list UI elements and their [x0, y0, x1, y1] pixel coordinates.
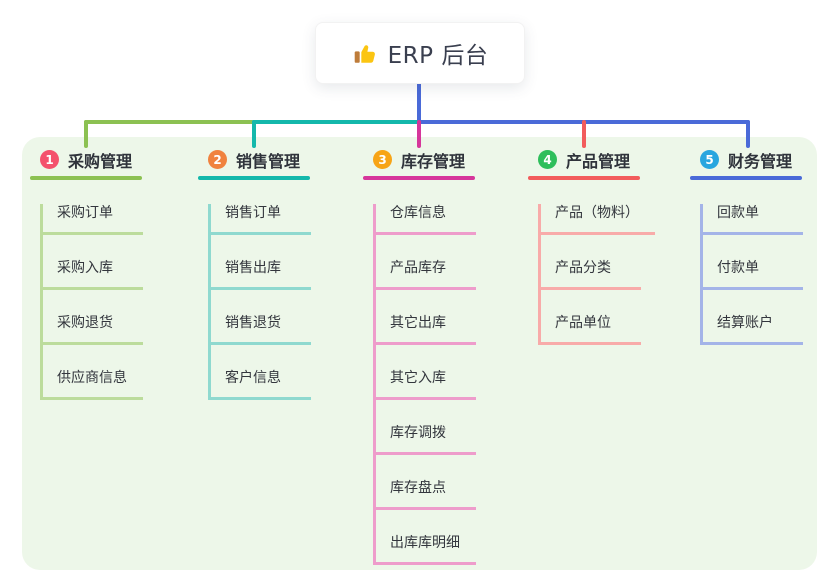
child-node[interactable]: 出库库明细 — [376, 534, 476, 565]
branch-children: 采购订单采购入库采购退货供应商信息 — [40, 204, 143, 400]
root-node-label: ERP 后台 — [387, 43, 489, 69]
child-node[interactable]: 付款单 — [703, 259, 803, 290]
connector-drop-sales — [252, 120, 256, 148]
child-node[interactable]: 采购入库 — [43, 259, 143, 290]
branch-children: 回款单付款单结算账户 — [700, 204, 803, 345]
branch-underline — [528, 176, 640, 180]
branch-finance: 5 财务管理 回款单付款单结算账户 — [690, 147, 803, 345]
branch-underline — [30, 176, 142, 180]
connector-drop-purchase — [84, 120, 88, 148]
branch-title-sales[interactable]: 2 销售管理 — [198, 147, 311, 172]
child-node[interactable]: 采购退货 — [43, 314, 143, 345]
connector-drop-finance — [746, 120, 750, 148]
child-node[interactable]: 客户信息 — [211, 369, 311, 400]
child-node[interactable]: 库存调拨 — [376, 424, 476, 455]
child-node[interactable]: 仓库信息 — [376, 204, 476, 235]
connector-bus-teal — [252, 120, 419, 124]
child-node[interactable]: 采购订单 — [43, 204, 143, 235]
branch-number-badge: 1 — [40, 150, 59, 169]
connector-bus-green — [84, 120, 254, 124]
branch-children: 销售订单销售出库销售退货客户信息 — [208, 204, 311, 400]
connector-drop-inventory — [417, 120, 421, 148]
child-node[interactable]: 销售退货 — [211, 314, 311, 345]
branch-number-badge: 4 — [538, 150, 557, 169]
branch-label: 财务管理 — [728, 151, 793, 171]
branch-number-badge: 5 — [700, 150, 719, 169]
branch-label: 产品管理 — [566, 151, 631, 171]
child-node[interactable]: 产品（物料） — [541, 204, 655, 235]
child-node[interactable]: 供应商信息 — [43, 369, 143, 400]
branch-number-badge: 3 — [373, 150, 392, 169]
branch-sales: 2 销售管理 销售订单销售出库销售退货客户信息 — [198, 147, 311, 400]
branch-title-product[interactable]: 4 产品管理 — [528, 147, 655, 172]
branch-inventory: 3 库存管理 仓库信息产品库存其它出库其它入库库存调拨库存盘点出库库明细 — [363, 147, 476, 565]
child-node[interactable]: 产品库存 — [376, 259, 476, 290]
branch-underline — [198, 176, 310, 180]
branch-label: 销售管理 — [236, 151, 301, 171]
branch-product: 4 产品管理 产品（物料） 产品分类产品单位 — [528, 147, 655, 345]
connector-drop-product — [582, 120, 586, 148]
child-node[interactable]: 结算账户 — [703, 314, 803, 345]
branch-title-purchase[interactable]: 1 采购管理 — [30, 147, 143, 172]
child-node[interactable]: 其它入库 — [376, 369, 476, 400]
branch-label: 采购管理 — [68, 151, 133, 171]
branch-title-inventory[interactable]: 3 库存管理 — [363, 147, 476, 172]
branches-panel — [22, 137, 817, 570]
child-node[interactable]: 回款单 — [703, 204, 803, 235]
branch-underline — [690, 176, 802, 180]
thumbs-up-icon — [352, 40, 378, 66]
root-node[interactable]: ERP 后台 — [315, 22, 525, 84]
branch-children: 产品（物料） 产品分类产品单位 — [538, 204, 655, 345]
child-node[interactable]: 产品分类 — [541, 259, 641, 290]
branch-label: 库存管理 — [401, 151, 466, 171]
child-node[interactable]: 产品单位 — [541, 314, 641, 345]
child-node[interactable]: 销售订单 — [211, 204, 311, 235]
child-node[interactable]: 其它出库 — [376, 314, 476, 345]
branch-children: 仓库信息产品库存其它出库其它入库库存调拨库存盘点出库库明细 — [373, 204, 476, 565]
branch-title-finance[interactable]: 5 财务管理 — [690, 147, 803, 172]
branch-purchase: 1 采购管理 采购订单采购入库采购退货供应商信息 — [30, 147, 143, 400]
connector-root-line — [417, 82, 421, 124]
branch-number-badge: 2 — [208, 150, 227, 169]
child-node[interactable]: 库存盘点 — [376, 479, 476, 510]
child-node[interactable]: 销售出库 — [211, 259, 311, 290]
branch-underline — [363, 176, 475, 180]
